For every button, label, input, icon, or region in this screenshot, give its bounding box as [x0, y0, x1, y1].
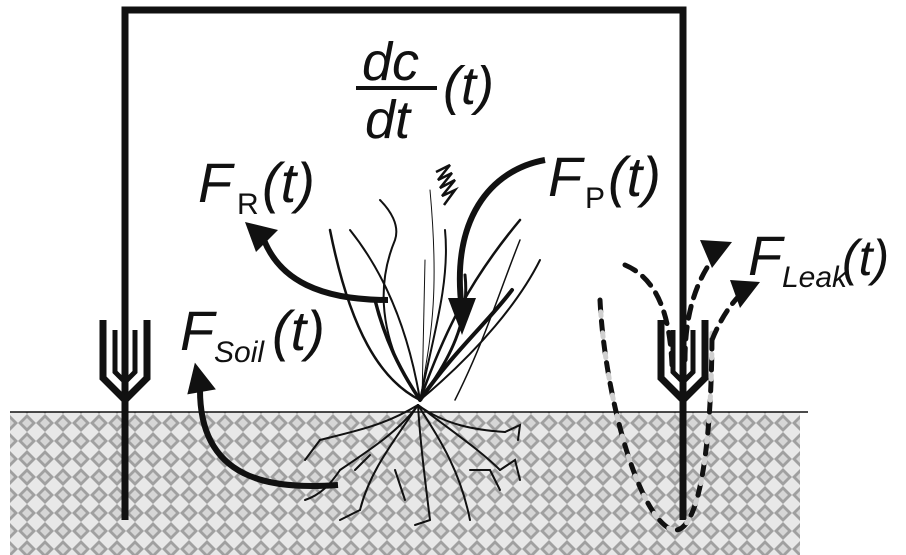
photosynthesis-flux-arrow — [448, 157, 546, 335]
soil-subscript: Soil — [214, 336, 265, 369]
rate-denominator: dt — [365, 90, 412, 150]
soil-flux-arrow — [187, 362, 339, 490]
seed-head — [435, 163, 459, 206]
soil-argument: (t) — [272, 299, 325, 362]
photosynthesis-symbol: F — [548, 145, 585, 208]
rate-of-change-label: dc dt (t) — [356, 32, 494, 150]
soil-symbol: F — [180, 299, 217, 362]
left-collar-anchor — [99, 320, 151, 405]
leak-subscript: Leak — [782, 261, 849, 294]
rate-numerator: dc — [362, 32, 419, 92]
soil-flux-label: F Soil (t) — [180, 299, 325, 369]
respiration-flux-label: F R (t) — [198, 151, 315, 221]
photosynthesis-subscript: P — [585, 182, 605, 215]
leak-flux-paths — [597, 240, 760, 533]
rate-argument: (t) — [443, 56, 494, 116]
leak-flux-label: F Leak (t) — [748, 224, 889, 294]
plant-leaves — [328, 189, 541, 402]
soil-layer — [10, 412, 800, 555]
photosynthesis-flux-label: F P (t) — [548, 145, 661, 215]
leak-argument: (t) — [842, 230, 889, 286]
respiration-argument: (t) — [262, 151, 315, 214]
chamber-frame — [121, 6, 687, 520]
plant-roots — [304, 404, 522, 526]
leak-symbol: F — [748, 224, 785, 287]
respiration-subscript: R — [237, 188, 259, 221]
photosynthesis-argument: (t) — [608, 145, 661, 208]
respiration-symbol: F — [198, 151, 235, 214]
respiration-flux-arrow — [245, 222, 389, 303]
